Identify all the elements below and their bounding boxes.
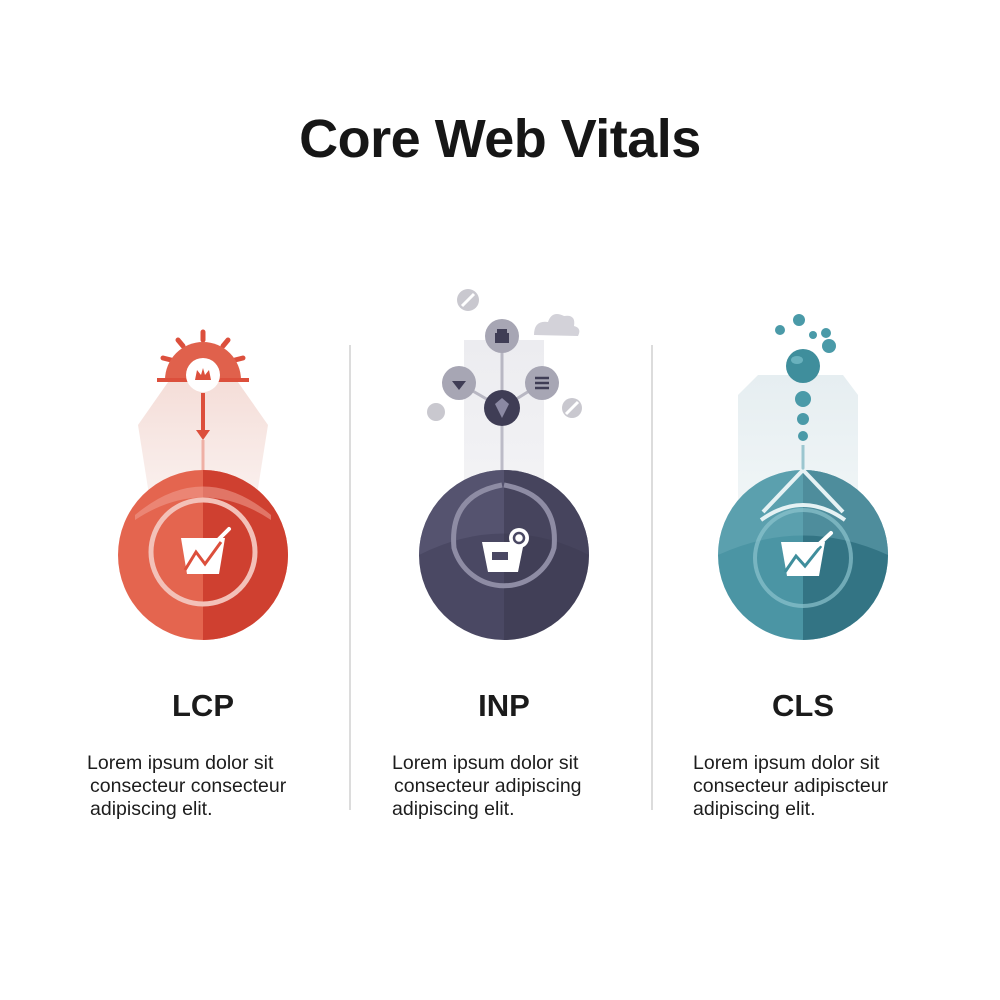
- network-icon: [427, 289, 582, 426]
- metric-card-cls: CLS Lorem ipsum dolor sit consecteur adi…: [653, 280, 953, 840]
- metric-description: Lorem ipsum dolor sit consecteur adipisc…: [392, 752, 582, 820]
- column-divider: [651, 345, 653, 810]
- crown-icon: [157, 329, 249, 392]
- metric-card-inp: INP Lorem ipsum dolor sit consecteur adi…: [354, 280, 654, 840]
- trend-basket-icon: [781, 531, 833, 576]
- inp-illustration: [419, 289, 589, 640]
- basket-refresh-icon: [482, 528, 529, 572]
- metric-label: CLS: [772, 688, 834, 723]
- lcp-illustration: [118, 329, 288, 640]
- cls-illustration: [718, 314, 888, 640]
- metric-description: Lorem ipsum dolor sit consecteur consect…: [87, 752, 287, 820]
- bubbles-icon: [775, 314, 836, 441]
- metric-card-lcp: LCP Lorem ipsum dolor sit consecteur con…: [53, 280, 353, 840]
- trend-basket-icon: [181, 527, 231, 574]
- page-title: Core Web Vitals: [299, 109, 701, 169]
- column-divider: [349, 345, 351, 810]
- metric-label: LCP: [172, 688, 234, 723]
- metric-label: INP: [478, 688, 530, 723]
- metric-description: Lorem ipsum dolor sit consecteur adipisc…: [693, 752, 889, 820]
